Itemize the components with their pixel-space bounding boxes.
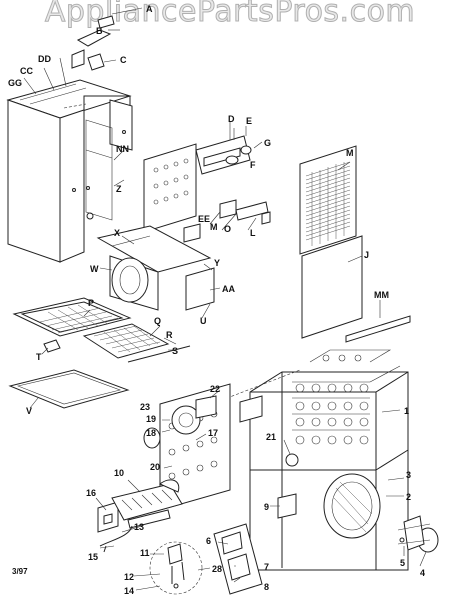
label-j: J [364, 250, 369, 260]
label-o: O [224, 224, 231, 234]
label-5: 5 [400, 558, 405, 568]
label-19: 19 [146, 414, 156, 424]
label-dd: DD [38, 54, 51, 64]
part-access-panel-u[interactable] [185, 267, 215, 311]
label-mm: MM [374, 290, 389, 300]
label-g: G [264, 138, 271, 148]
label-11: 11 [140, 548, 150, 558]
label-7: 7 [264, 562, 269, 572]
label-8: 8 [264, 582, 269, 592]
label-13: 13 [134, 522, 144, 532]
label-nn: NN [116, 144, 129, 154]
part-filter-panel-j[interactable] [301, 235, 363, 339]
label-m-small: M [210, 222, 218, 232]
label-u: U [200, 316, 207, 326]
label-f: F [250, 160, 256, 170]
label-17: 17 [208, 428, 218, 438]
label-2: 2 [406, 492, 411, 502]
part-igniter-detail[interactable] [149, 541, 203, 595]
label-x: X [114, 228, 120, 238]
part-filter-rack[interactable] [12, 297, 132, 337]
label-gg: GG [8, 78, 22, 88]
part-return-grille[interactable] [299, 145, 357, 255]
part-filter[interactable] [82, 323, 170, 359]
label-aa: AA [222, 284, 235, 294]
label-12: 12 [124, 572, 134, 582]
label-16: 16 [86, 488, 96, 498]
part-base-tray[interactable] [8, 369, 130, 409]
part-burner-manifold[interactable] [111, 483, 183, 529]
label-9: 9 [264, 502, 269, 512]
label-d: D [228, 114, 235, 124]
label-r: R [166, 330, 173, 340]
part-gas-valve[interactable] [97, 501, 119, 533]
label-15: 15 [88, 552, 98, 562]
part-t-bracket[interactable] [43, 339, 61, 353]
label-28: 28 [212, 564, 222, 574]
part-limit-switch[interactable] [71, 15, 115, 71]
label-s: S [172, 346, 178, 356]
label-b: B [96, 26, 103, 36]
label-p: P [88, 298, 94, 308]
label-l: L [250, 228, 256, 238]
label-20: 20 [150, 462, 160, 472]
label-21: 21 [266, 432, 276, 442]
part-furnace-cabinet[interactable] [249, 349, 409, 571]
label-y: Y [214, 258, 220, 268]
part-filter-strip[interactable] [127, 345, 191, 363]
part-blower-motor-mount[interactable] [397, 515, 439, 553]
label-10: 10 [114, 468, 124, 478]
label-cc: CC [20, 66, 33, 76]
label-3: 3 [406, 470, 411, 480]
part-burner-box[interactable] [143, 135, 252, 233]
label-e: E [246, 116, 252, 126]
part-switch-bracket[interactable] [239, 395, 263, 423]
label-m: M [346, 148, 354, 158]
label-22: 22 [210, 384, 220, 394]
part-inducer-motor[interactable] [143, 427, 161, 449]
label-v: V [26, 406, 32, 416]
part-cabinet[interactable] [6, 79, 133, 263]
label-t: T [36, 352, 42, 362]
part-filter-strip-mm[interactable] [345, 315, 411, 343]
part-brackets[interactable] [183, 199, 271, 243]
label-6: 6 [206, 536, 211, 546]
label-w: W [90, 264, 99, 274]
part-flame-sensor[interactable] [159, 479, 180, 493]
label-q: Q [154, 316, 161, 326]
label-z: Z [116, 184, 122, 194]
part-control-board[interactable] [213, 523, 263, 595]
label-4: 4 [420, 568, 425, 578]
date-code: 3/97 [12, 567, 28, 576]
label-23: 23 [140, 402, 150, 412]
label-a: A [146, 4, 153, 14]
label-c: C [120, 55, 127, 65]
part-gas-pipe[interactable] [99, 525, 133, 547]
part-control-panel[interactable] [159, 383, 231, 511]
label-18: 18 [146, 428, 156, 438]
label-1: 1 [404, 406, 409, 416]
label-ee: EE [198, 214, 210, 224]
part-blower-housing[interactable] [96, 225, 212, 311]
label-14: 14 [124, 586, 134, 596]
